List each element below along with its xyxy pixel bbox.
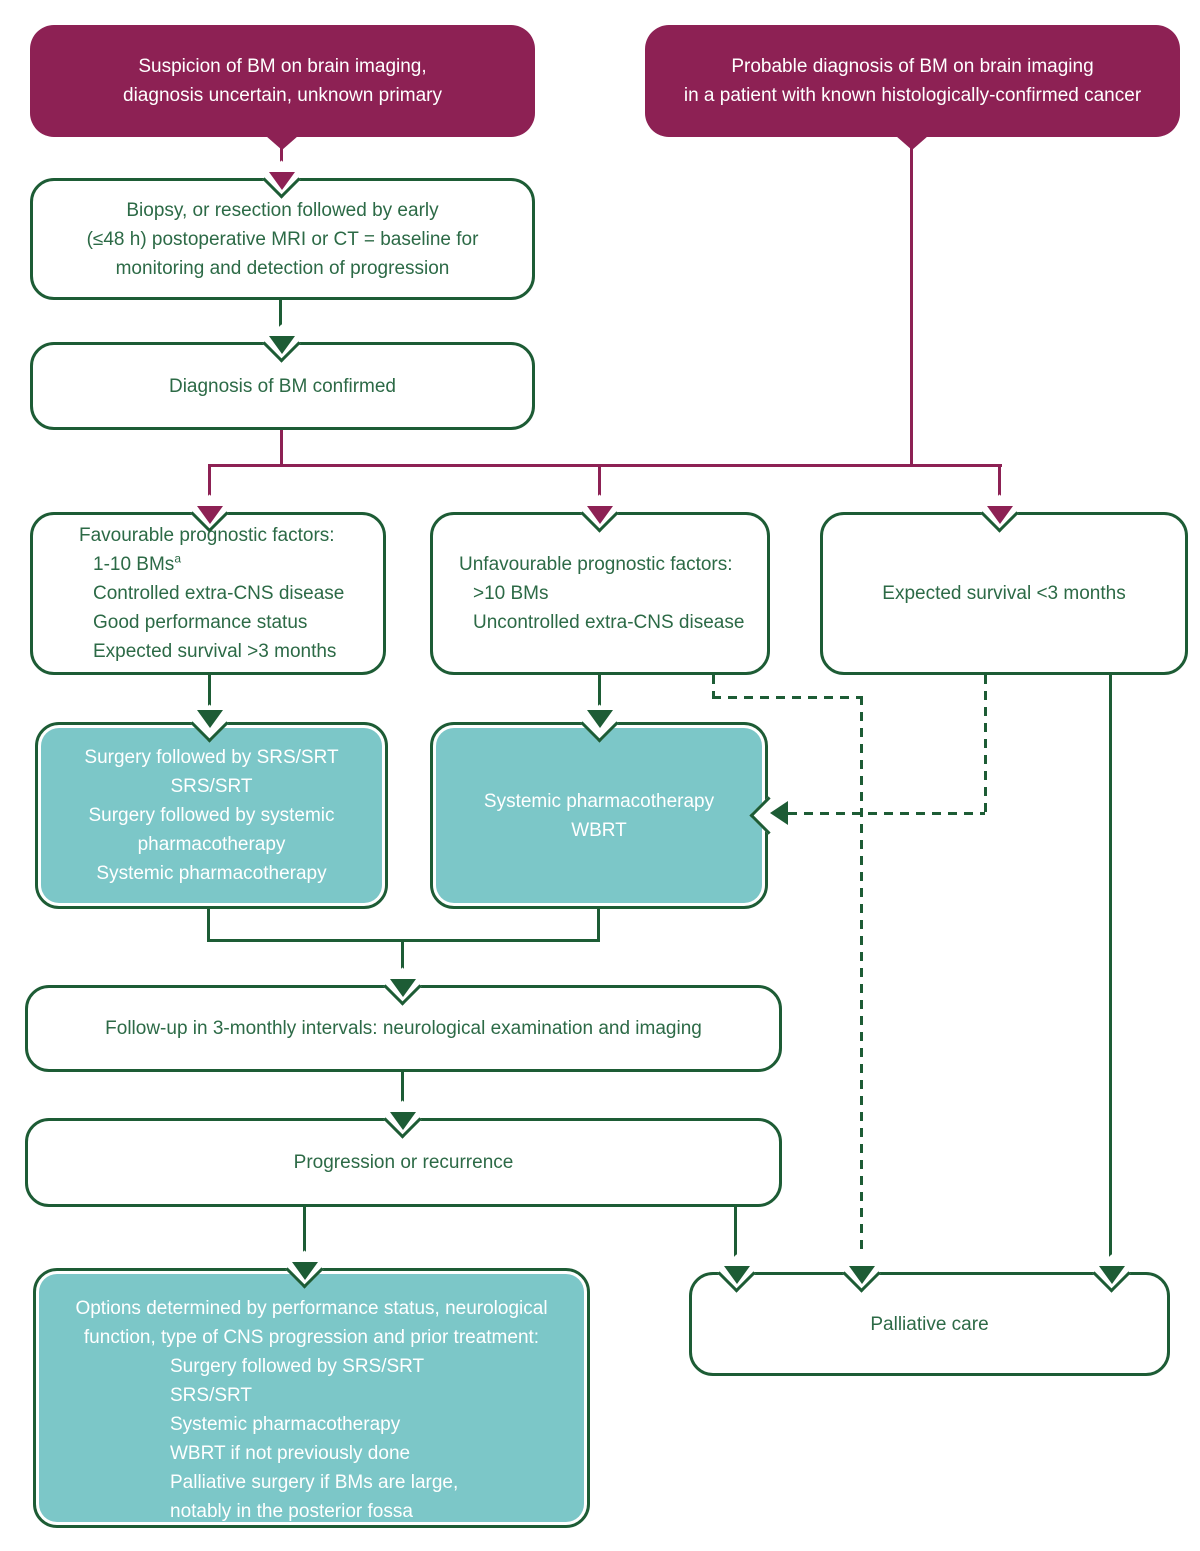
connector-progression-palliative	[734, 1207, 737, 1268]
node-systemic-wbrt-fill: Systemic pharmacotherapy WBRT	[436, 728, 762, 903]
node-suspicion-line2: diagnosis uncertain, unknown primary	[123, 85, 442, 106]
connector-tail-suspicion	[266, 136, 298, 150]
node-options-intro1: Options determined by performance status…	[75, 1298, 548, 1319]
connector-unfavourable-palliative-vertical	[860, 696, 863, 1262]
connector-branch-drop-left	[208, 464, 211, 508]
node-options-item2: SRS/SRT	[170, 1385, 253, 1406]
node-unfavourable-factors: Unfavourable prognostic factors: >10 BMs…	[430, 512, 770, 675]
node-favourable-item1: 1-10 BMsa	[79, 550, 383, 579]
connector-expected-systemic-vertical	[984, 675, 987, 813]
arrowhead-branch-unfavourable	[587, 506, 613, 524]
arrowhead-biopsy-diagnosis	[269, 336, 295, 354]
node-favourable-factors: Favourable prognostic factors: 1-10 BMsa…	[30, 512, 386, 675]
arrowhead-branch-favourable	[197, 506, 223, 524]
connector-expected-palliative	[1109, 675, 1112, 1266]
connector-branch-drop-right	[998, 464, 1001, 508]
node-favourable-item1-sup: a	[174, 551, 181, 566]
node-probable-line1: Probable diagnosis of BM on brain imagin…	[731, 56, 1094, 77]
connector-expected-systemic-horizontal	[788, 812, 985, 815]
node-palliative-care: Palliative care	[689, 1272, 1170, 1376]
arrowhead-expected-systemic	[770, 801, 788, 825]
node-unfavourable-item1: >10 BMs	[473, 583, 549, 604]
node-biopsy-line1: Biopsy, or resection followed by early	[126, 199, 439, 221]
connector-probable-branch	[910, 136, 913, 466]
node-surgery-srs-options: Surgery followed by SRS/SRT SRS/SRT Surg…	[35, 722, 388, 909]
connector-tail-probable	[896, 136, 928, 150]
connector-rail-followup	[401, 939, 404, 981]
arrowhead-expected-palliative	[1099, 1266, 1125, 1284]
arrowhead-followup-progression	[390, 1112, 416, 1130]
arrowhead-suspicion-biopsy	[269, 172, 295, 190]
node-recurrence-options: Options determined by performance status…	[33, 1268, 590, 1528]
node-favourable-item2: Controlled extra-CNS disease	[93, 583, 345, 604]
arrowhead-favourable-surgery	[197, 710, 223, 728]
node-progression: Progression or recurrence	[25, 1118, 782, 1207]
node-palliative-label: Palliative care	[870, 1313, 989, 1335]
node-suspicion-line1: Suspicion of BM on brain imaging,	[138, 56, 427, 77]
node-favourable-item3: Good performance status	[93, 612, 308, 633]
connector-progression-options	[303, 1207, 306, 1264]
node-progression-label: Progression or recurrence	[293, 1152, 514, 1173]
node-systemic-line2: WBRT	[571, 819, 627, 841]
node-probable-diagnosis: Probable diagnosis of BM on brain imagin…	[645, 25, 1180, 137]
connector-branch-rail	[208, 464, 1002, 467]
arrowhead-unfavourable-systemic	[587, 710, 613, 728]
node-surgery-line3: Surgery followed by systemic pharmacothe…	[88, 805, 335, 855]
node-unfavourable-title: Unfavourable prognostic factors:	[459, 554, 733, 575]
node-systemic-wbrt: Systemic pharmacotherapy WBRT	[430, 722, 768, 909]
node-options-intro2: function, type of CNS progression and pr…	[83, 1327, 540, 1348]
arrowhead-branch-expected	[987, 506, 1013, 524]
arrowhead-progression-palliative	[724, 1266, 750, 1284]
node-favourable-title: Favourable prognostic factors:	[79, 525, 335, 546]
connector-branch-drop-middle	[598, 464, 601, 508]
connector-followup-progression	[401, 1072, 404, 1114]
node-recurrence-options-fill: Options determined by performance status…	[39, 1274, 584, 1522]
connector-unfavourable-systemic	[598, 675, 601, 712]
node-expected-survival: Expected survival <3 months	[820, 512, 1188, 675]
connector-favourable-surgery	[208, 675, 211, 712]
connector-suspicion-biopsy	[280, 136, 283, 174]
connector-systemic-down	[597, 909, 600, 941]
connector-unfavourable-palliative-horizontal	[712, 696, 862, 699]
arrowhead-unfavourable-palliative	[849, 1266, 875, 1284]
node-biopsy-line2: (≤48 h) postoperative MRI or CT = baseli…	[86, 228, 479, 250]
node-systemic-line1: Systemic pharmacotherapy	[483, 790, 715, 812]
node-surgery-line4: Systemic pharmacotherapy	[96, 863, 327, 884]
node-diagnosis-label: Diagnosis of BM confirmed	[168, 375, 397, 397]
arrowhead-rail-followup	[390, 979, 416, 997]
connector-surgery-down	[207, 909, 210, 941]
node-expected-label: Expected survival <3 months	[882, 583, 1126, 604]
node-surgery-srs-fill: Surgery followed by SRS/SRT SRS/SRT Surg…	[41, 728, 382, 903]
node-options-item1: Surgery followed by SRS/SRT	[170, 1356, 425, 1377]
connector-biopsy-diagnosis	[279, 300, 282, 338]
node-options-item3: Systemic pharmacotherapy	[170, 1414, 401, 1435]
node-options-item5: Palliative surgery if BMs are large,	[170, 1472, 459, 1493]
arrowhead-progression-options	[292, 1262, 318, 1280]
node-biopsy-line3: monitoring and detection of progression	[115, 257, 450, 279]
node-options-item4: WBRT if not previously done	[170, 1443, 411, 1464]
node-probable-line2: in a patient with known histologically-c…	[683, 85, 1142, 106]
node-unfavourable-item2: Uncontrolled extra-CNS disease	[473, 612, 745, 633]
node-surgery-line2: SRS/SRT	[170, 776, 253, 797]
node-suspicion-of-bm: Suspicion of BM on brain imaging, diagno…	[30, 25, 535, 137]
node-favourable-item4: Expected survival >3 months	[93, 641, 337, 662]
connector-unfavourable-palliative-drop	[712, 675, 715, 698]
node-options-item6: notably in the posterior fossa	[170, 1501, 413, 1522]
node-followup-label: Follow-up in 3-monthly intervals: neurol…	[105, 1018, 702, 1039]
connector-diagnosis-branch	[280, 430, 283, 466]
node-biopsy: Biopsy, or resection followed by early (…	[30, 178, 535, 300]
node-favourable-item1-text: 1-10 BMs	[93, 554, 175, 575]
node-surgery-line1: Surgery followed by SRS/SRT	[84, 747, 339, 768]
